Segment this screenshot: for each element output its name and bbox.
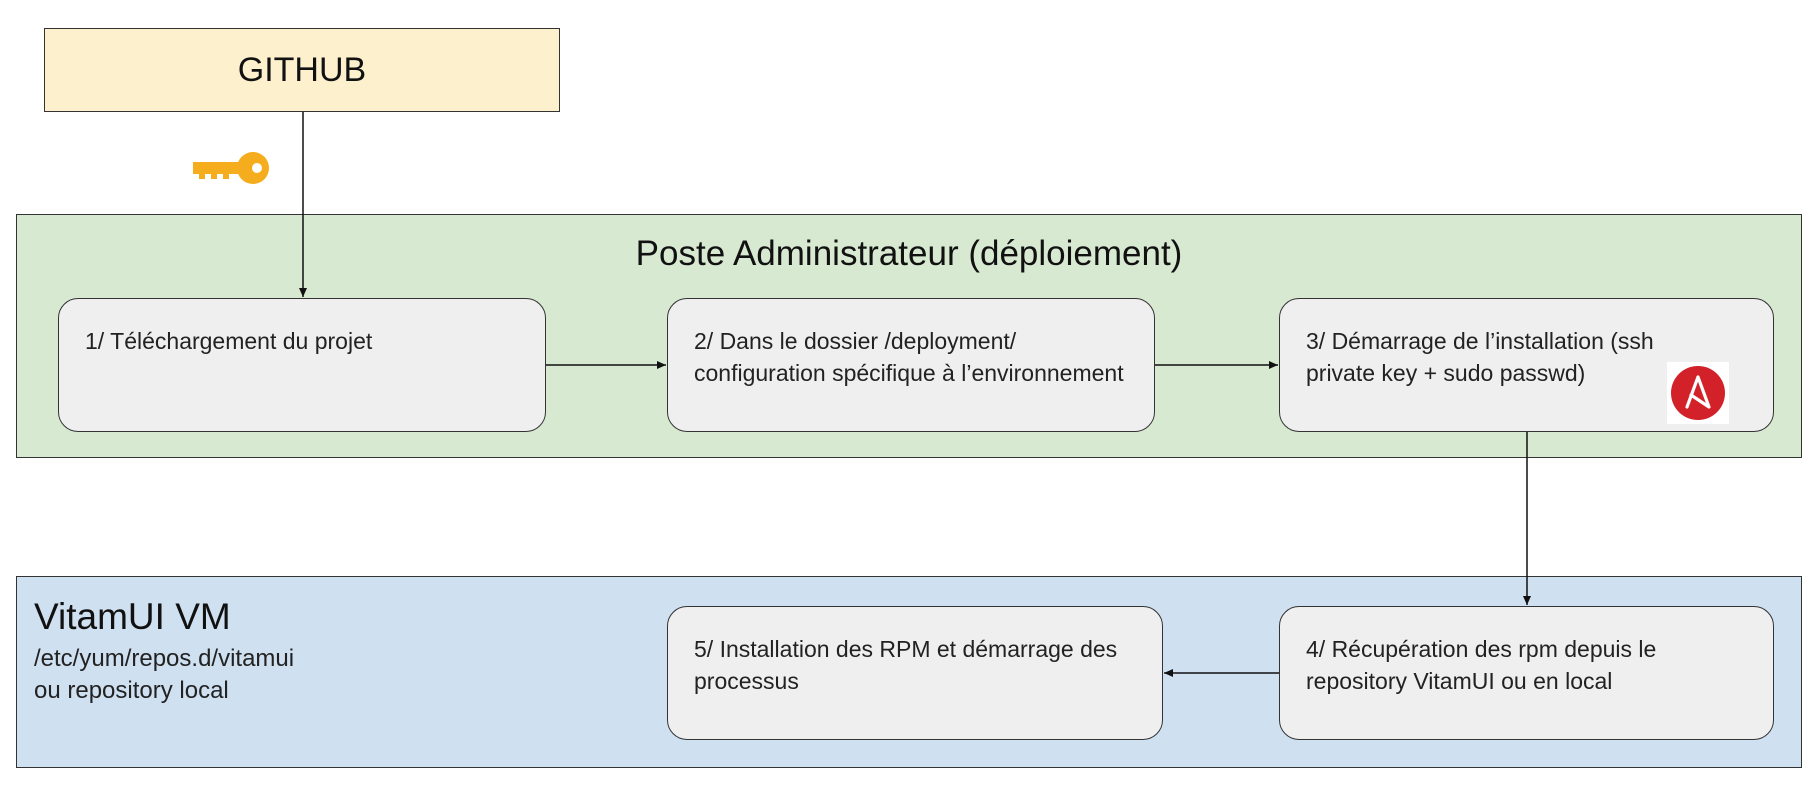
vm-panel-subtitle: /etc/yum/repos.d/vitamui ou repository l… xyxy=(34,643,294,707)
admin-panel-title: Poste Administrateur (déploiement) xyxy=(635,234,1183,273)
step-1-label: 1/ Téléchargement du projet xyxy=(85,328,373,354)
step-3-label: 3/ Démarrage de l’installation (ssh priv… xyxy=(1306,328,1654,386)
vm-repo-local: ou repository local xyxy=(34,677,229,704)
step-2-label: 2/ Dans le dossier /deployment/ configur… xyxy=(694,328,1124,386)
step-2-configuration: 2/ Dans le dossier /deployment/ configur… xyxy=(667,298,1155,432)
vm-repo-path: /etc/yum/repos.d/vitamui xyxy=(34,645,295,672)
vm-panel-title: VitamUI VM xyxy=(34,596,231,637)
github-label: GITHUB xyxy=(237,50,367,89)
step-1-download: 1/ Téléchargement du projet xyxy=(58,298,546,432)
step-5-install-rpm: 5/ Installation des RPM et démarrage des… xyxy=(667,606,1163,740)
key-icon xyxy=(193,152,269,184)
step-5-label: 5/ Installation des RPM et démarrage des… xyxy=(694,636,1118,694)
step-4-label: 4/ Récupération des rpm depuis le reposi… xyxy=(1306,636,1657,694)
github-box: GITHUB xyxy=(44,28,560,112)
ansible-logo-icon xyxy=(1667,362,1729,424)
step-4-fetch-rpm: 4/ Récupération des rpm depuis le reposi… xyxy=(1279,606,1774,740)
